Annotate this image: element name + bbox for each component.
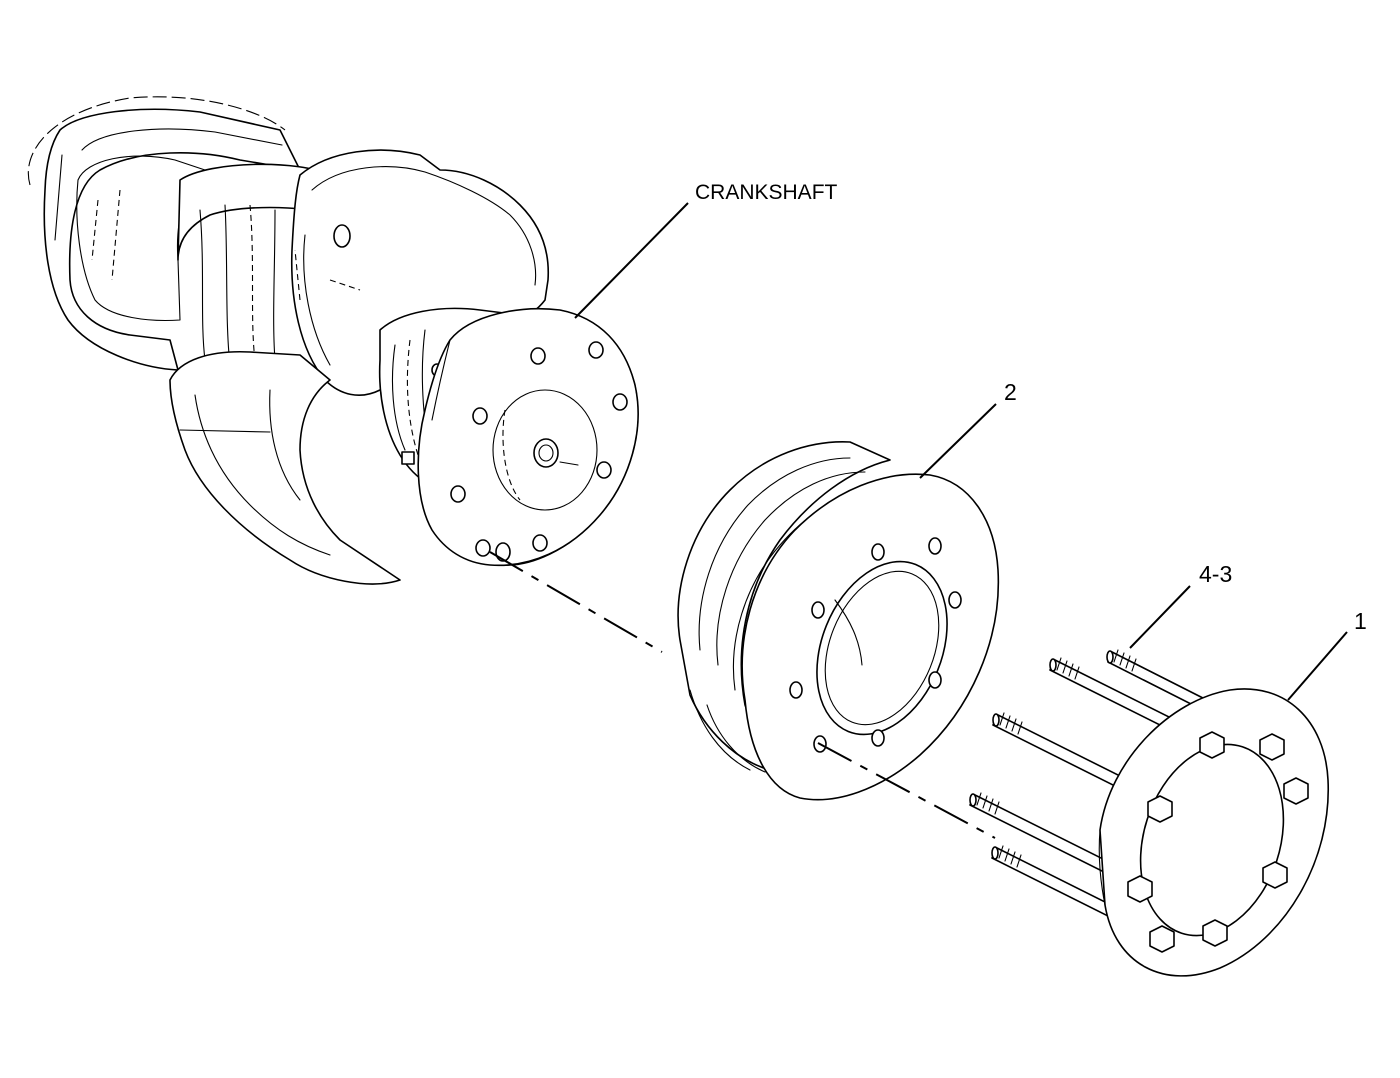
crankshaft-leader-line	[574, 202, 689, 319]
pulley-callout-number: 2	[1004, 379, 1017, 405]
assembly-centerline-upper	[489, 551, 663, 653]
retainer-plate-illustration	[1098, 688, 1329, 977]
bolt-callout-number: 4-3	[1199, 561, 1232, 587]
plate-callout-number: 1	[1354, 608, 1367, 634]
plate-leader-line	[1287, 631, 1348, 701]
pulley-leader-line	[919, 403, 997, 479]
bolt-leader-line	[1129, 585, 1191, 649]
pulley-illustration	[677, 441, 1000, 801]
assembly-centerline-lower	[817, 742, 996, 839]
crankshaft-illustration	[27, 96, 639, 585]
hex-bolt-heads	[1127, 731, 1309, 953]
crankshaft-label: CRANKSHAFT	[695, 181, 838, 204]
